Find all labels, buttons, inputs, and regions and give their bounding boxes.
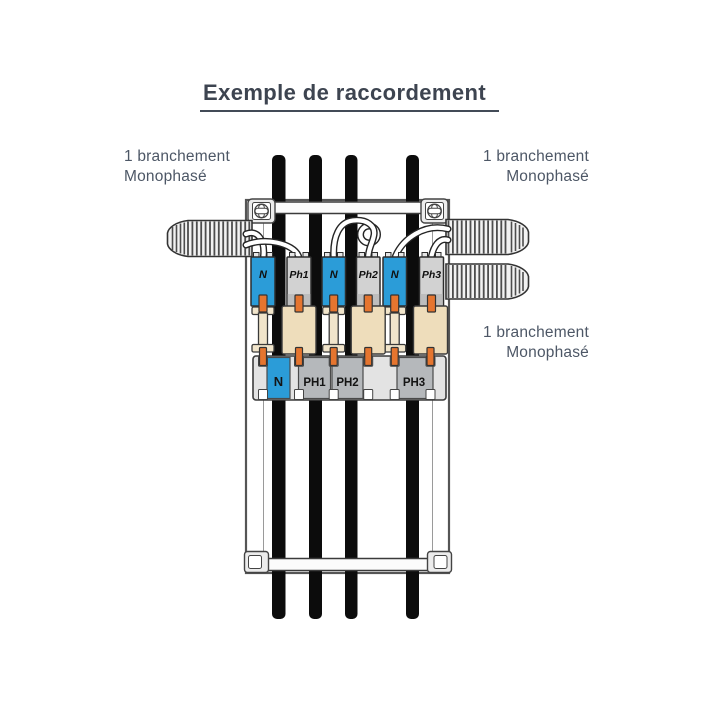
lower-pins bbox=[258, 346, 435, 367]
busbar-label-ph1: PH1 bbox=[303, 377, 326, 389]
terminal-n2 bbox=[321, 252, 347, 307]
screw-clamp-right-icon bbox=[420, 198, 449, 224]
bracket-bottom-left-icon bbox=[243, 550, 270, 574]
busbar-label-n: N bbox=[274, 374, 283, 389]
bracket-bottom-right-icon bbox=[426, 550, 453, 574]
label-right-top-branch-line2: Monophasé bbox=[506, 168, 589, 185]
busbar-label-ph2: PH2 bbox=[336, 377, 358, 389]
terminal-label-ph2: Ph2 bbox=[359, 269, 378, 281]
upper-pins bbox=[258, 294, 437, 313]
busbar-holder bbox=[252, 355, 447, 401]
connectors bbox=[251, 305, 449, 355]
label-left-branch: 1 branchement Monophasé bbox=[124, 147, 230, 187]
terminal-n3 bbox=[382, 252, 408, 307]
label-left-branch-line2: Monophasé bbox=[124, 168, 207, 185]
busbar-segment-n bbox=[266, 356, 291, 400]
label-right-top-branch: 1 branchement Monophasé bbox=[483, 147, 589, 187]
label-right-mid-branch-line2: Monophasé bbox=[506, 344, 589, 361]
incoming-terminal-blocks bbox=[250, 252, 445, 307]
terminal-label-ph1: Ph1 bbox=[289, 269, 308, 281]
page-title: Exemple de raccordement bbox=[200, 80, 500, 112]
connector-block-ph2 bbox=[350, 305, 386, 355]
terminal-label-ph3: Ph3 bbox=[422, 269, 441, 281]
top-rail bbox=[247, 198, 449, 224]
screw-clamp-left-icon bbox=[247, 198, 276, 224]
label-right-mid-branch: 1 branchement Monophasé bbox=[483, 323, 589, 363]
connector-block-ph1 bbox=[281, 305, 317, 355]
conduit-right-bottom bbox=[445, 263, 530, 300]
label-right-mid-branch-line1: 1 branchement bbox=[483, 324, 589, 341]
busbar-label-ph3: PH3 bbox=[403, 377, 425, 389]
terminal-label-n2: N bbox=[330, 269, 339, 281]
label-right-top-branch-line1: 1 branchement bbox=[483, 148, 589, 165]
terminal-n1 bbox=[250, 252, 276, 307]
label-left-branch-line1: 1 branchement bbox=[124, 148, 230, 165]
terminal-label-n3: N bbox=[391, 269, 400, 281]
bottom-rail bbox=[243, 550, 453, 574]
conduit-right-top bbox=[445, 218, 530, 256]
connector-block-ph3 bbox=[412, 305, 449, 355]
wires bbox=[242, 216, 452, 260]
terminal-label-n1: N bbox=[259, 269, 268, 281]
conduit-left bbox=[166, 219, 253, 258]
